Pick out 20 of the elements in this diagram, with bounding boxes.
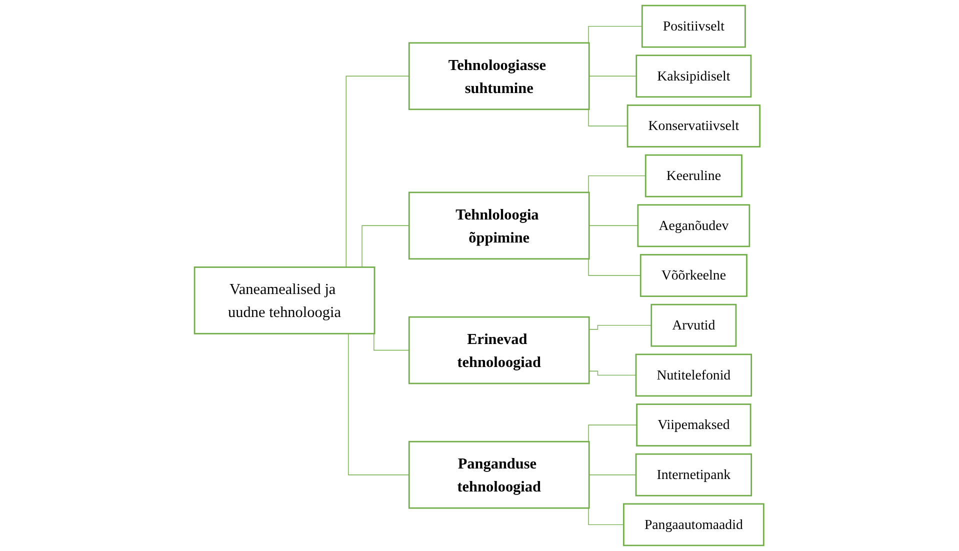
node-box: Tehnoloogiasse suhtumine [408,42,590,110]
node-box: Aeganõudev [638,204,751,248]
node-box: Nutitelefonid [636,354,752,397]
connector [589,324,652,330]
node-box: Internetipank [636,453,752,496]
node-box: Keeruline [645,154,743,198]
connector [589,225,639,226]
node-box: Pangaautomaadid [623,503,765,546]
connector [589,474,637,476]
node-box: Vaneamealised ja uudne tehnoloogia [194,266,376,334]
node-box: Positiivselt [642,4,746,48]
node-box: Tehnloloogia õppimine [408,192,590,260]
node-box: Võõrkeelne [640,254,748,297]
node-box: Konservatiivselt [627,104,761,148]
node-box: Arvutid [651,304,738,347]
node-box: Panganduse tehnoloogiad [408,440,590,509]
node-box: Erinevad tehnoloogiad [408,316,590,384]
connector [589,370,637,376]
node-box: Kaksipidiselt [636,54,752,98]
node-box: Viipemaksed [636,404,752,446]
